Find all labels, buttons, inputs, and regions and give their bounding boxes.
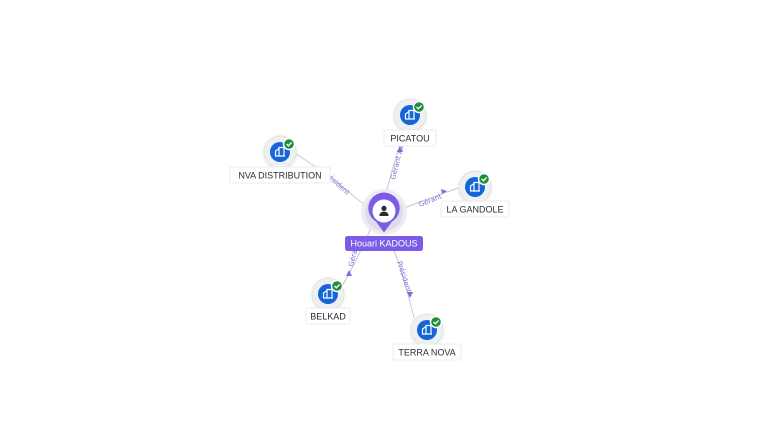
edge-arrows xyxy=(346,146,447,298)
edge-nva xyxy=(295,153,370,210)
arrow-terranova xyxy=(407,292,413,298)
arrow-picatou xyxy=(397,146,403,152)
person-node[interactable]: Houari KADOUS xyxy=(345,189,423,251)
company-name: LA GANDOLE xyxy=(446,205,503,215)
company-name: TERRA NOVA xyxy=(398,348,455,358)
person-icon xyxy=(379,205,389,216)
company-node-gandole[interactable]: LA GANDOLE xyxy=(440,170,510,218)
company-node-nva[interactable]: NVA DISTRIBUTION xyxy=(229,135,331,184)
arrow-gandole xyxy=(441,189,447,194)
company-node-terranova[interactable]: TERRA NOVA xyxy=(392,313,462,361)
edge-label-terranova: Président xyxy=(395,260,413,294)
company-node-picatou[interactable]: PICATOU xyxy=(383,98,437,147)
edge-label-gandole: Gérant xyxy=(418,192,444,209)
edge-label-belkad: Géra xyxy=(347,249,359,267)
verified-check-icon xyxy=(282,137,296,151)
verified-check-icon xyxy=(330,279,344,293)
company-node-belkad[interactable]: BELKAD xyxy=(305,277,351,325)
edge-terranova xyxy=(393,249,415,319)
company-name: BELKAD xyxy=(310,312,346,322)
verified-check-icon xyxy=(477,172,491,186)
arrow-belkad xyxy=(346,270,352,276)
verified-check-icon xyxy=(429,315,443,329)
verified-check-icon xyxy=(412,100,426,114)
company-name: NVA DISTRIBUTION xyxy=(238,171,321,181)
person-name: Houari KADOUS xyxy=(350,239,417,249)
company-name: PICATOU xyxy=(390,134,429,144)
